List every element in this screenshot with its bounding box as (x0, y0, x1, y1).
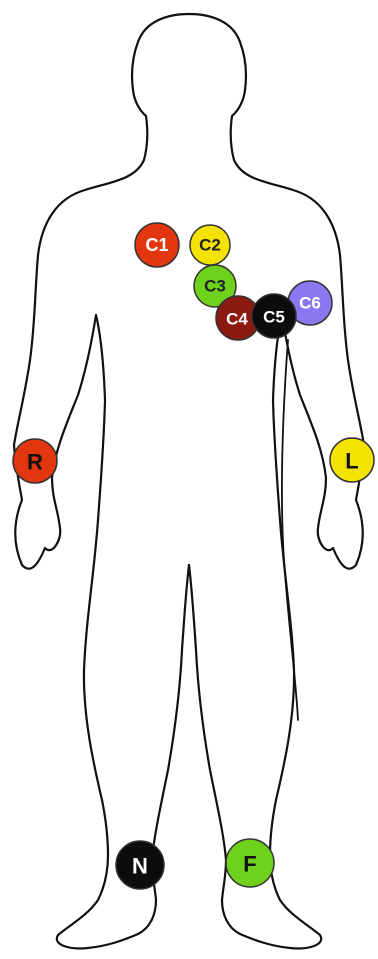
electrode-c1-label: C1 (145, 235, 168, 255)
electrode-r-label: R (27, 450, 43, 475)
electrode-c1: C1 (135, 223, 179, 267)
electrode-c6-label: C6 (299, 294, 321, 313)
electrode-c2: C2 (190, 225, 230, 265)
electrode-n: N (116, 841, 164, 889)
body-outline (14, 14, 364, 948)
electrode-l: L (330, 438, 374, 482)
electrode-c4-label: C4 (226, 310, 248, 329)
electrode-l-label: L (345, 449, 358, 474)
electrodes: C1 C2 C3 C6 C4 C5 (13, 223, 374, 889)
electrode-f-label: F (243, 852, 256, 877)
electrode-r: R (13, 439, 57, 483)
lead-wire (282, 340, 298, 720)
electrode-c5-label: C5 (263, 308, 285, 327)
body-outline-right-half (189, 14, 364, 948)
electrode-n-label: N (132, 854, 148, 879)
electrode-c3-label: C3 (204, 277, 226, 296)
electrode-c2-label: C2 (199, 236, 221, 255)
electrode-c5: C5 (252, 294, 296, 338)
electrode-f: F (226, 839, 274, 887)
